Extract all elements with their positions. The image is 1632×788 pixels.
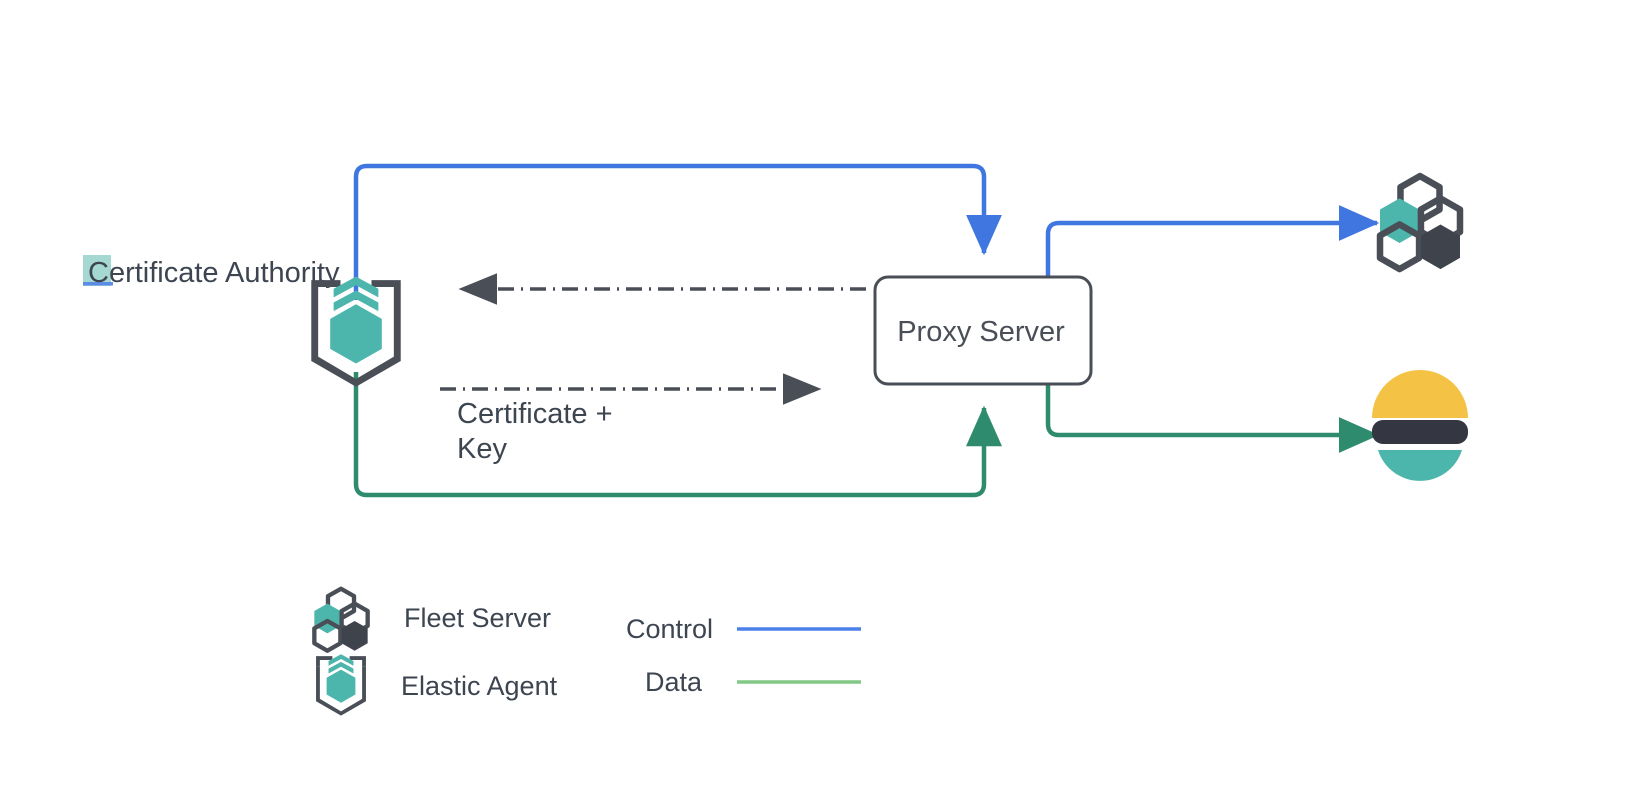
node-certificate-authority[interactable]: Certificate Authority (83, 255, 401, 387)
certificate-authority-highlight (83, 255, 111, 286)
legend-item-elastic-agent: Elastic Agent (316, 654, 558, 716)
legend-label-data: Data (645, 667, 703, 697)
certificate-authority-underline (83, 282, 113, 286)
fleet-server-icon (314, 589, 367, 651)
legend-item-data: Data (645, 667, 861, 697)
certificate-key-line1: Certificate + (457, 398, 613, 430)
elastic-agent-icon (316, 654, 366, 716)
legend-item-control: Control (626, 614, 861, 644)
elastic-agent-icon (311, 276, 401, 387)
edge-control-proxy-to-fleet (1045, 205, 1380, 278)
legend-label-elastic-agent: Elastic Agent (401, 671, 558, 701)
edge-data-proxy-to-elasticsearch (1045, 383, 1380, 453)
proxy-server-label: Proxy Server (897, 316, 1065, 348)
fleet-server-icon (1380, 176, 1460, 269)
certificate-authority-label: Certificate Authority (88, 257, 340, 289)
proxy-server-box[interactable] (873, 275, 1093, 386)
node-elasticsearch[interactable] (1372, 370, 1468, 481)
legend-item-fleet-server: Fleet Server (314, 589, 551, 651)
node-fleet-server[interactable] (1380, 176, 1460, 269)
certificate-key-label: Certificate + Key (457, 398, 613, 465)
certificate-key-line2: Key (457, 433, 507, 465)
node-proxy-server[interactable]: Proxy Server (873, 275, 1093, 386)
legend-label-fleet-server: Fleet Server (404, 603, 551, 633)
elasticsearch-icon (1372, 370, 1468, 481)
legend: Fleet Server Elastic Agent Control Data (314, 589, 861, 716)
edge-control-agent-to-proxy (353, 163, 1002, 300)
edge-data-agent-to-proxy (353, 372, 1002, 498)
legend-label-control: Control (626, 614, 713, 644)
